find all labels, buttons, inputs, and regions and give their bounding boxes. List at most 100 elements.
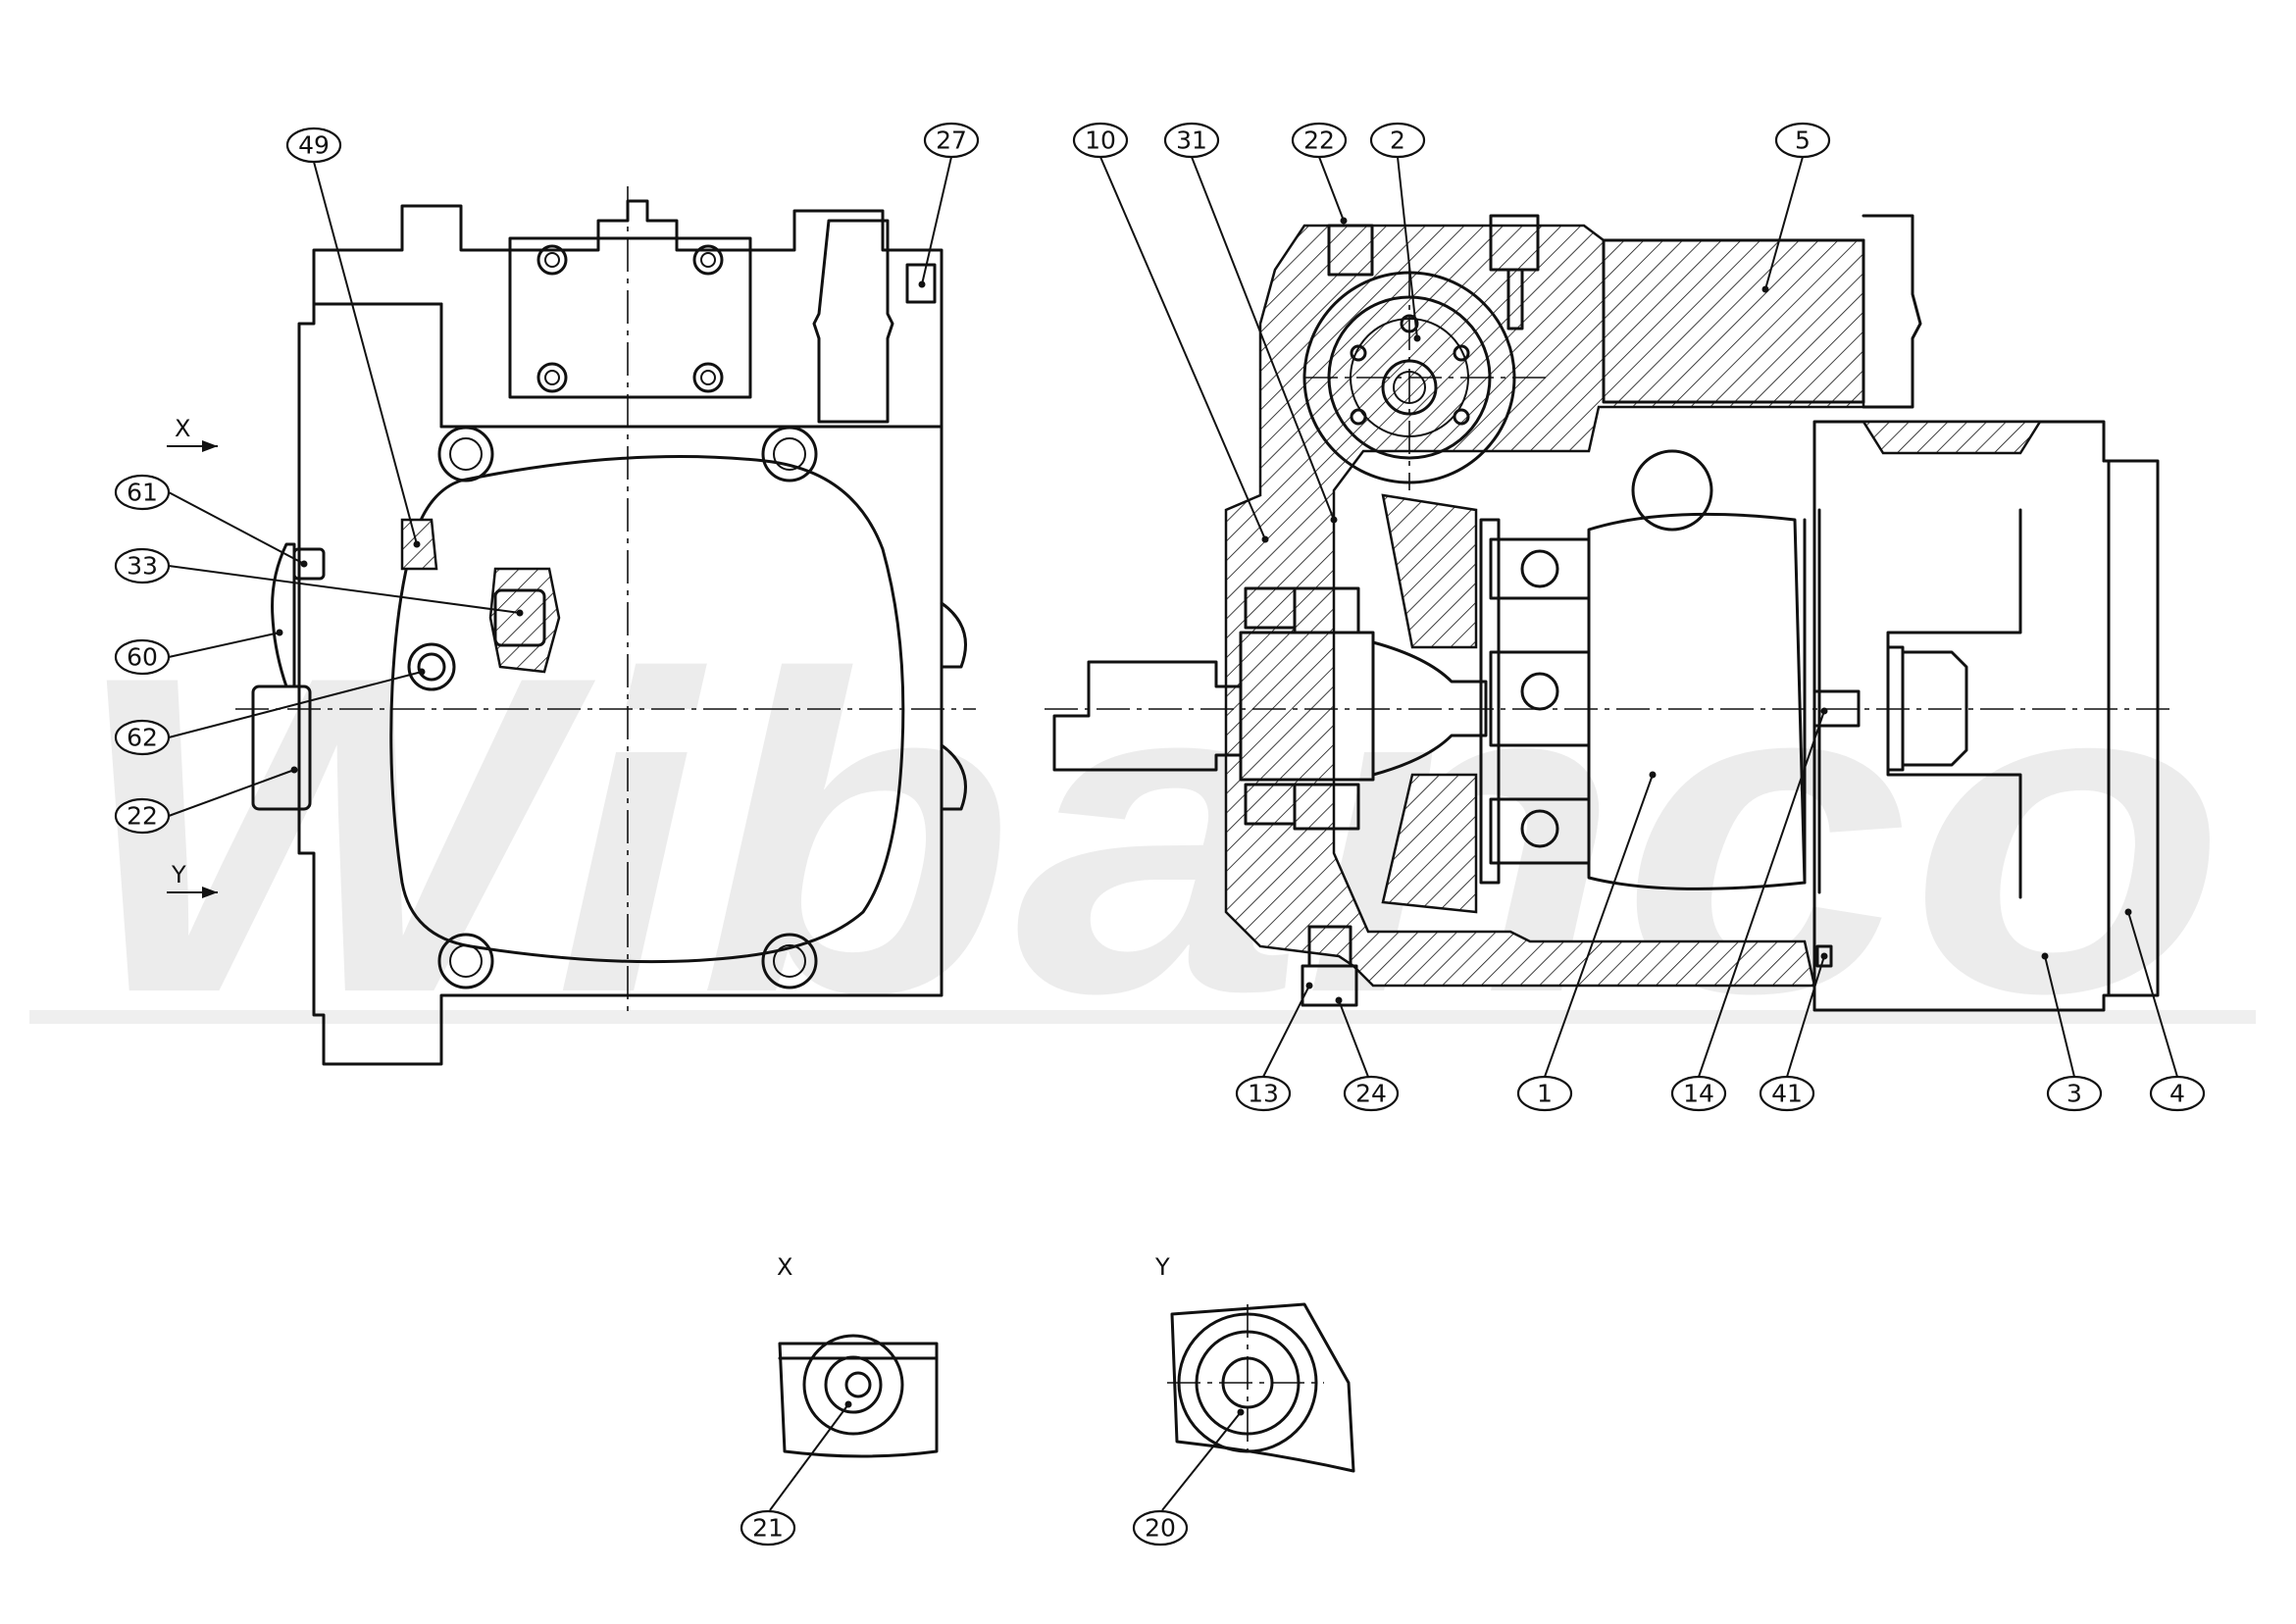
side-bulge [940, 743, 967, 811]
piston [1489, 650, 1591, 747]
callout-label: 41 [1771, 1080, 1803, 1108]
detail-x-boss [802, 1334, 904, 1436]
retaining-ball [1631, 449, 1713, 532]
callout-31: 31 [1163, 122, 1338, 524]
callout-label: 2 [1390, 127, 1405, 155]
callout-3: 3 [2041, 952, 2103, 1112]
callout-label: 4 [2169, 1080, 2185, 1108]
cover-bolt [437, 426, 494, 482]
callout-22-left: 22 [114, 766, 298, 835]
detail-x-outline [778, 1342, 939, 1458]
callout-label: 33 [127, 552, 158, 581]
top-plate [508, 236, 752, 399]
callout-49: 49 [285, 127, 421, 548]
cover-bolt [761, 933, 818, 990]
callout-5: 5 [1761, 122, 1831, 293]
svg-text:X: X [777, 1253, 792, 1281]
rear-flange-step [2102, 459, 2111, 997]
left-end-view: X Y [167, 186, 976, 1066]
callout-14: 14 [1670, 707, 1828, 1112]
callout-label: 13 [1248, 1080, 1279, 1108]
part-5-block [1602, 238, 1865, 404]
callout-10: 10 [1072, 122, 1269, 543]
bearing-roller-lower [1293, 783, 1360, 831]
callout-4: 4 [2124, 908, 2206, 1112]
callout-label: 3 [2066, 1080, 2082, 1108]
cover-bolt-inner [449, 437, 483, 471]
rear-flange [1812, 420, 2160, 1012]
callout-41: 41 [1759, 952, 1828, 1112]
callout-13: 13 [1235, 982, 1313, 1112]
callout-label: 5 [1795, 127, 1811, 155]
svg-text:Y: Y [1154, 1253, 1170, 1281]
detail-view-y: Y [1154, 1253, 1355, 1473]
callout-label: 27 [936, 127, 967, 155]
plate-bolt-inner [544, 370, 560, 385]
watermark-underline [29, 1010, 2256, 1024]
cover-bolt [761, 426, 818, 482]
callout-22-top: 22 [1291, 122, 1348, 225]
callout-label: 14 [1683, 1080, 1714, 1108]
callout-label: 10 [1085, 127, 1116, 155]
piston-ball [1520, 549, 1559, 588]
callout-27: 27 [918, 122, 980, 288]
svg-text:Y: Y [171, 861, 186, 888]
rear-shaft-collar [1886, 645, 1905, 772]
part-22-bolt [1327, 224, 1374, 277]
callout-label: 60 [127, 643, 158, 672]
callout-1: 1 [1516, 771, 1657, 1112]
piston [1489, 797, 1591, 865]
watermark-text: Wibanco [69, 584, 2226, 1087]
view-arrow-y: Y [167, 861, 218, 898]
callout-label: 24 [1355, 1080, 1387, 1108]
plate-bolt [692, 244, 724, 276]
callout-label: 20 [1145, 1514, 1176, 1543]
part-61-plug [292, 547, 326, 581]
part-62-boss [407, 642, 456, 691]
control-hole [1350, 408, 1367, 426]
callout-20: 20 [1132, 1408, 1245, 1547]
part-24-seal [1301, 964, 1358, 1007]
rear-flange-top-section [1861, 420, 2043, 455]
swashplate-disc [1479, 518, 1501, 885]
plate-bolt [536, 244, 568, 276]
control-hole [1350, 344, 1367, 362]
callout-label: 22 [127, 802, 158, 831]
top-fitting-stem [1506, 268, 1524, 330]
detail-x-plug-hex [844, 1371, 872, 1398]
part-62-plug [417, 652, 446, 682]
part-41-oring [1815, 944, 1833, 968]
drive-shaft-taper [1371, 640, 1488, 777]
cover-bolt-inner [773, 944, 806, 978]
callout-label: 49 [298, 131, 330, 160]
piston [1489, 537, 1591, 600]
callout-label: 61 [127, 479, 158, 507]
view-arrow-x: X [167, 415, 218, 452]
callout-label: 1 [1537, 1080, 1553, 1108]
callout-24: 24 [1335, 996, 1400, 1112]
callout-label: 21 [752, 1514, 784, 1543]
detail-x-plug [824, 1355, 883, 1414]
cover-bolt [437, 933, 494, 990]
svg-text:X: X [175, 415, 190, 442]
watermark: Wibanco [29, 584, 2256, 1087]
left-housing-outline [297, 199, 944, 1066]
control-hole [1453, 344, 1470, 362]
plate-bolt-inner [700, 370, 716, 385]
side-bulge [940, 601, 967, 669]
part-33-detail [488, 567, 561, 674]
plate-bolt-inner [544, 252, 560, 268]
detail-y-outline [1170, 1302, 1355, 1473]
part-33-fitting [493, 588, 546, 647]
plate-bolt [692, 362, 724, 393]
control-hole [1453, 408, 1470, 426]
callout-33: 33 [114, 547, 524, 617]
callout-2: 2 [1369, 122, 1426, 342]
callout-61: 61 [114, 474, 308, 568]
swashplate-upper [1381, 493, 1478, 649]
callout-60: 60 [114, 629, 283, 676]
callout-label: 22 [1303, 127, 1335, 155]
swashplate-lower [1381, 773, 1478, 914]
callout-21: 21 [740, 1400, 852, 1547]
